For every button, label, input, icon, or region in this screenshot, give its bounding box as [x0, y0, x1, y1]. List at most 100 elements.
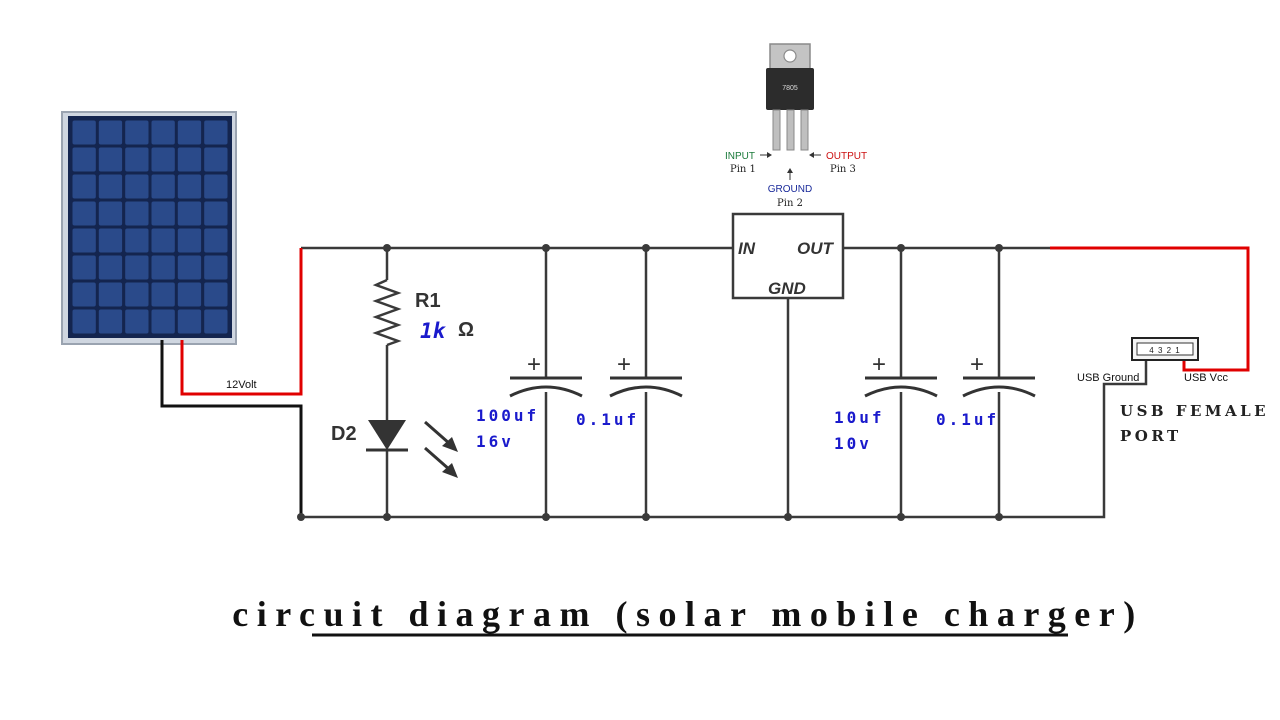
junction-dot [897, 513, 905, 521]
c4-value-label: 0.1uf [936, 410, 999, 429]
solar-cell [98, 147, 123, 172]
solar-cell [177, 201, 202, 226]
usb-vcc-wire [1050, 246, 1250, 372]
junction-dot [642, 244, 650, 252]
r1-unit-label: Ω [458, 319, 474, 341]
regulator-out-label: OUT [797, 239, 835, 258]
solar-cell [72, 282, 96, 307]
led-triangle [368, 420, 406, 450]
solar-cell [204, 201, 228, 226]
resistor-r1 [372, 278, 402, 347]
junction-dot [297, 513, 305, 521]
solar-cell [151, 147, 175, 172]
solar-cell [204, 120, 228, 145]
solar-cell [125, 120, 149, 145]
solar-cell [72, 174, 96, 199]
usb-ground-label: USB Ground [1077, 372, 1139, 384]
regulator-pin1-label: Pin 1 [730, 164, 756, 175]
wires [301, 246, 1148, 519]
usb-port-label-line1: USB FEMALE [1120, 402, 1269, 420]
solar-cell [125, 309, 149, 334]
solar-cell [72, 255, 96, 280]
junction-dot [897, 244, 905, 252]
usb-port-label-line2: PORT [1120, 427, 1182, 445]
solar-cell [98, 228, 123, 253]
regulator-pins [772, 109, 809, 151]
regulator-output-label: OUTPUT [826, 151, 867, 162]
junction-dot [642, 513, 650, 521]
r1-value-label: 1k [420, 319, 447, 343]
diagram-title: circuit diagram (solar mobile charger) [232, 594, 1144, 634]
panel-negative-wire [160, 340, 303, 517]
solar-cell [177, 228, 202, 253]
solar-cell [72, 228, 96, 253]
c2-value-label: 0.1uf [576, 410, 639, 429]
solar-cell [98, 174, 123, 199]
solar-cell [151, 228, 175, 253]
solar-cell [151, 120, 175, 145]
junction-dot [542, 513, 550, 521]
voltage-regulator-symbol: IN OUT GND [731, 212, 845, 300]
solar-cell [204, 147, 228, 172]
solar-cell [151, 255, 175, 280]
led-d2 [366, 420, 458, 478]
solar-cell [177, 255, 202, 280]
led-name-label: D2 [331, 423, 357, 445]
solar-cell [72, 147, 96, 172]
r1-name-label: R1 [415, 290, 441, 312]
junction-dot [995, 513, 1003, 521]
c2-polarity-label: + [617, 351, 631, 378]
regulator-mount-hole [783, 49, 797, 63]
solar-cell [151, 201, 175, 226]
solar-cell [72, 120, 96, 145]
solar-cell [125, 147, 149, 172]
usb-vcc-label: USB Vcc [1184, 372, 1229, 384]
solar-cell [177, 309, 202, 334]
regulator-pin3-label: Pin 3 [830, 164, 856, 175]
regulator-in-label: IN [738, 239, 756, 258]
solar-cell [125, 255, 149, 280]
regulator-pin2-label: Pin 2 [777, 198, 803, 209]
solar-cell [151, 282, 175, 307]
c3-voltage-label: 10v [834, 434, 872, 453]
regulator-7805-illustration: 7805 INPUT Pin 1 OUTPUT Pin 3 GROUND Pin… [725, 43, 867, 209]
solar-cell [204, 228, 228, 253]
solar-cell [72, 309, 96, 334]
c3-value-label: 10uf [834, 408, 885, 427]
solar-cell [204, 282, 228, 307]
regulator-box [731, 212, 845, 300]
solar-cell [125, 201, 149, 226]
regulator-input-label: INPUT [725, 151, 755, 162]
regulator-gnd-label: GND [768, 279, 806, 298]
regulator-part-number: 7805 [782, 85, 798, 92]
solar-cell [177, 120, 202, 145]
capacitor-c1: + [509, 351, 583, 398]
solar-cell [98, 309, 123, 334]
regulator-ground-label: GROUND [768, 184, 812, 195]
solar-cell [98, 201, 123, 226]
usb-ground-wire [1050, 360, 1148, 519]
solar-cell [98, 120, 123, 145]
solar-cell [204, 174, 228, 199]
regulator-body [766, 68, 814, 110]
solar-cell [125, 228, 149, 253]
solar-cell [151, 309, 175, 334]
usb-pin-numbers: 4 3 2 1 [1149, 346, 1180, 355]
solar-cell [177, 147, 202, 172]
solar-cell [125, 174, 149, 199]
solar-cell [98, 282, 123, 307]
usb-female-port: 4 3 2 1 [1131, 337, 1199, 361]
c1-value-label: 100uf [476, 406, 539, 425]
solar-cell [151, 174, 175, 199]
solar-cell [204, 309, 228, 334]
junction-dot [383, 513, 391, 521]
solar-cell [177, 174, 202, 199]
solar-cell [98, 255, 123, 280]
junction-dot [784, 513, 792, 521]
junction-dot [995, 244, 1003, 252]
solar-cell [204, 255, 228, 280]
c1-voltage-label: 16v [476, 432, 514, 451]
solar-cell [125, 282, 149, 307]
capacitor-c4: + [962, 351, 1036, 398]
